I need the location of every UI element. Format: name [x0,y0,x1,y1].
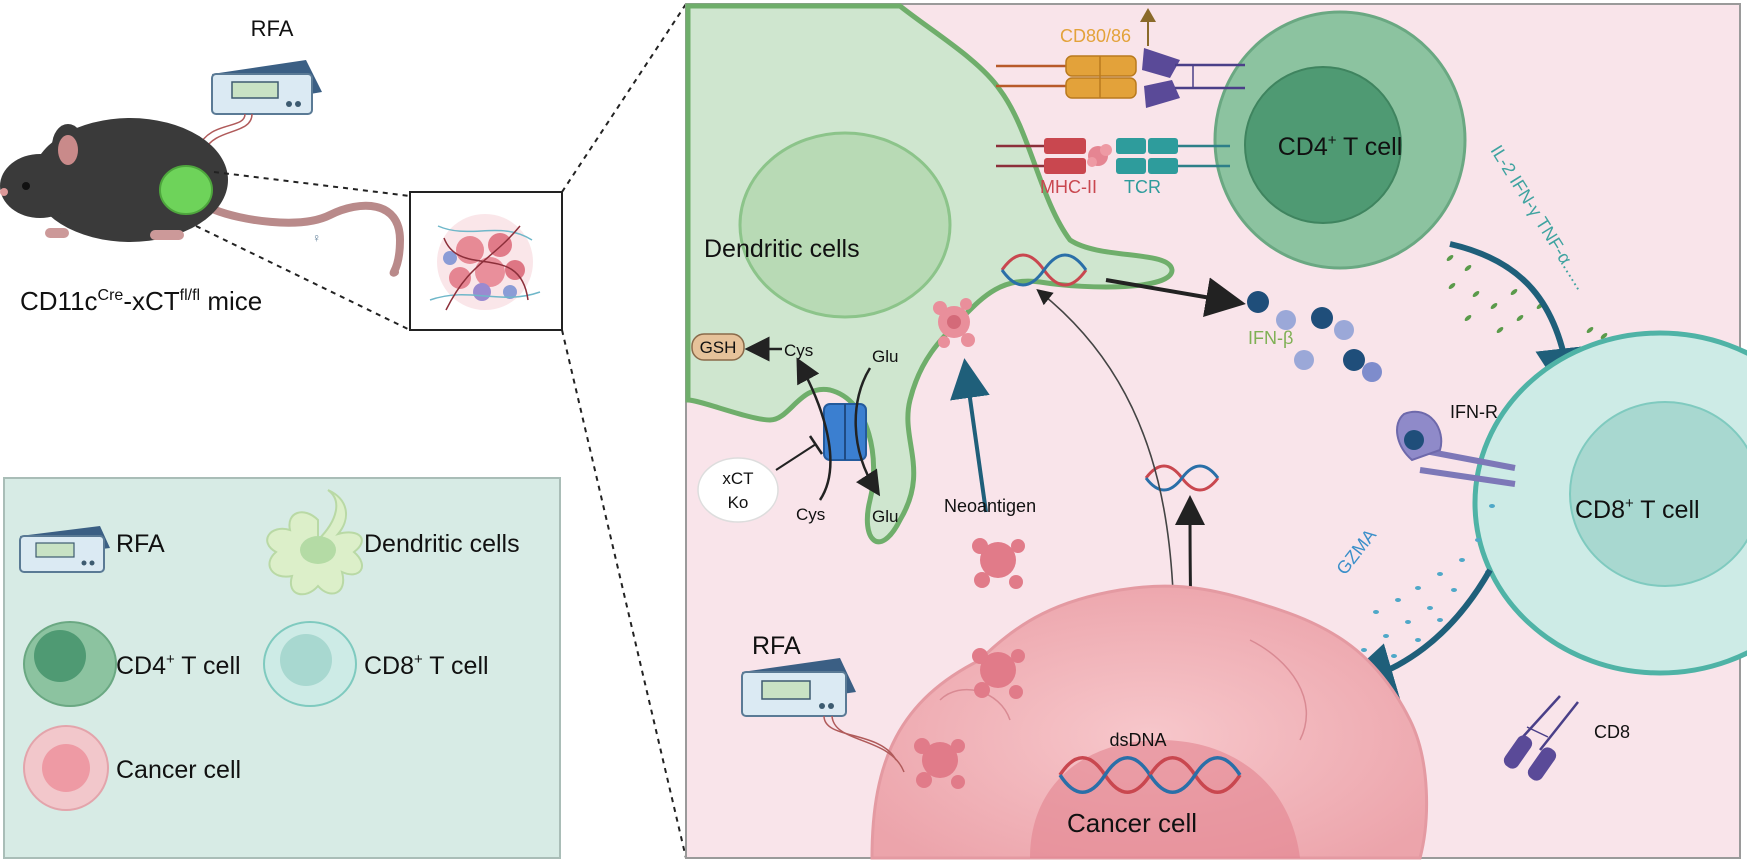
neoantigen-arrow [950,358,990,513]
cd8-receptor [1503,695,1579,781]
legend-cd8-icon [263,621,357,707]
tumor-inset [409,191,563,331]
legend-dendritic-icon [266,489,363,596]
cd8-t-cell [1472,330,1747,676]
mhc-ii-tcr-complex [996,138,1230,174]
legend-cd4-label: CD4+ T cell [116,651,241,680]
xct-ko-badge [697,435,824,523]
mhc-ii-label: MHC-II [1040,177,1097,197]
dna-helix-dc [1000,253,1088,287]
glu-export-arrow [854,367,881,497]
neoantigen-label: Neoantigen [944,496,1036,516]
dna-helix-mid [1144,464,1220,492]
dendritic-cells-label: Dendritic cells [704,235,860,263]
zoom-lines [195,3,687,859]
ifn-beta-molecules [1247,291,1382,382]
dsdna-helices [1058,756,1242,794]
glu-bottom-label: Glu [872,507,898,526]
ifn-beta-label: IFN-β [1248,328,1293,348]
legend-dendritic-label: Dendritic cells [364,530,520,558]
legend-rfa-icon [19,526,110,573]
rfa-device-top [197,60,322,151]
xct-transporter [823,403,867,461]
legend-cd8-label: CD8+ T cell [364,651,489,680]
ifn-r-label: IFN-R [1450,402,1498,422]
legend-cancer-label: Cancer cell [116,756,241,784]
cd8-t-cell-label: CD8+ T cell [1575,495,1700,524]
neoantigen-dc [933,298,975,348]
cytokine-dots [1446,255,1608,339]
legend-cancer-icon [23,725,109,811]
mouse-illustration: ♀ [0,118,405,277]
cd80-86-label: CD80/86 [1060,26,1131,46]
xct-ko-line1: xCT [722,469,753,488]
legend-cd4-icon [23,621,117,707]
cd80-86-receptor [996,8,1245,108]
neoantigen-clusters-cancer [914,538,1025,789]
cd4-t-cell-label: CD4+ T cell [1278,132,1403,161]
legend-rfa-label: RFA [116,530,165,558]
ifn-r-receptor [1396,410,1516,487]
cys-bottom-label: Cys [796,505,825,524]
rfa-device-main [741,658,905,773]
rfa-device-label: RFA [251,16,294,41]
xct-ko-line2: Ko [728,493,749,512]
cancer-cell [870,584,1429,860]
svg-text:♀: ♀ [312,231,321,245]
cys-top-label: Cys [784,341,813,360]
glu-top-label: Glu [872,347,898,366]
cys-import-arrow [796,357,832,501]
cancer-cell-label: Cancer cell [1067,808,1197,838]
rfa-main-label: RFA [752,632,801,660]
gsh-label: GSH [700,338,737,357]
mouse-strain-label: CD11cCre-xCTfl/fl mice [20,286,262,316]
gsh-badge [691,333,745,361]
ifn-beta-arrow [1105,277,1246,317]
cd4-t-cell [1213,10,1467,270]
cd8-receptor-label: CD8 [1594,722,1630,742]
dsdna-label: dsDNA [1109,730,1166,750]
tcr-label: TCR [1124,177,1161,197]
